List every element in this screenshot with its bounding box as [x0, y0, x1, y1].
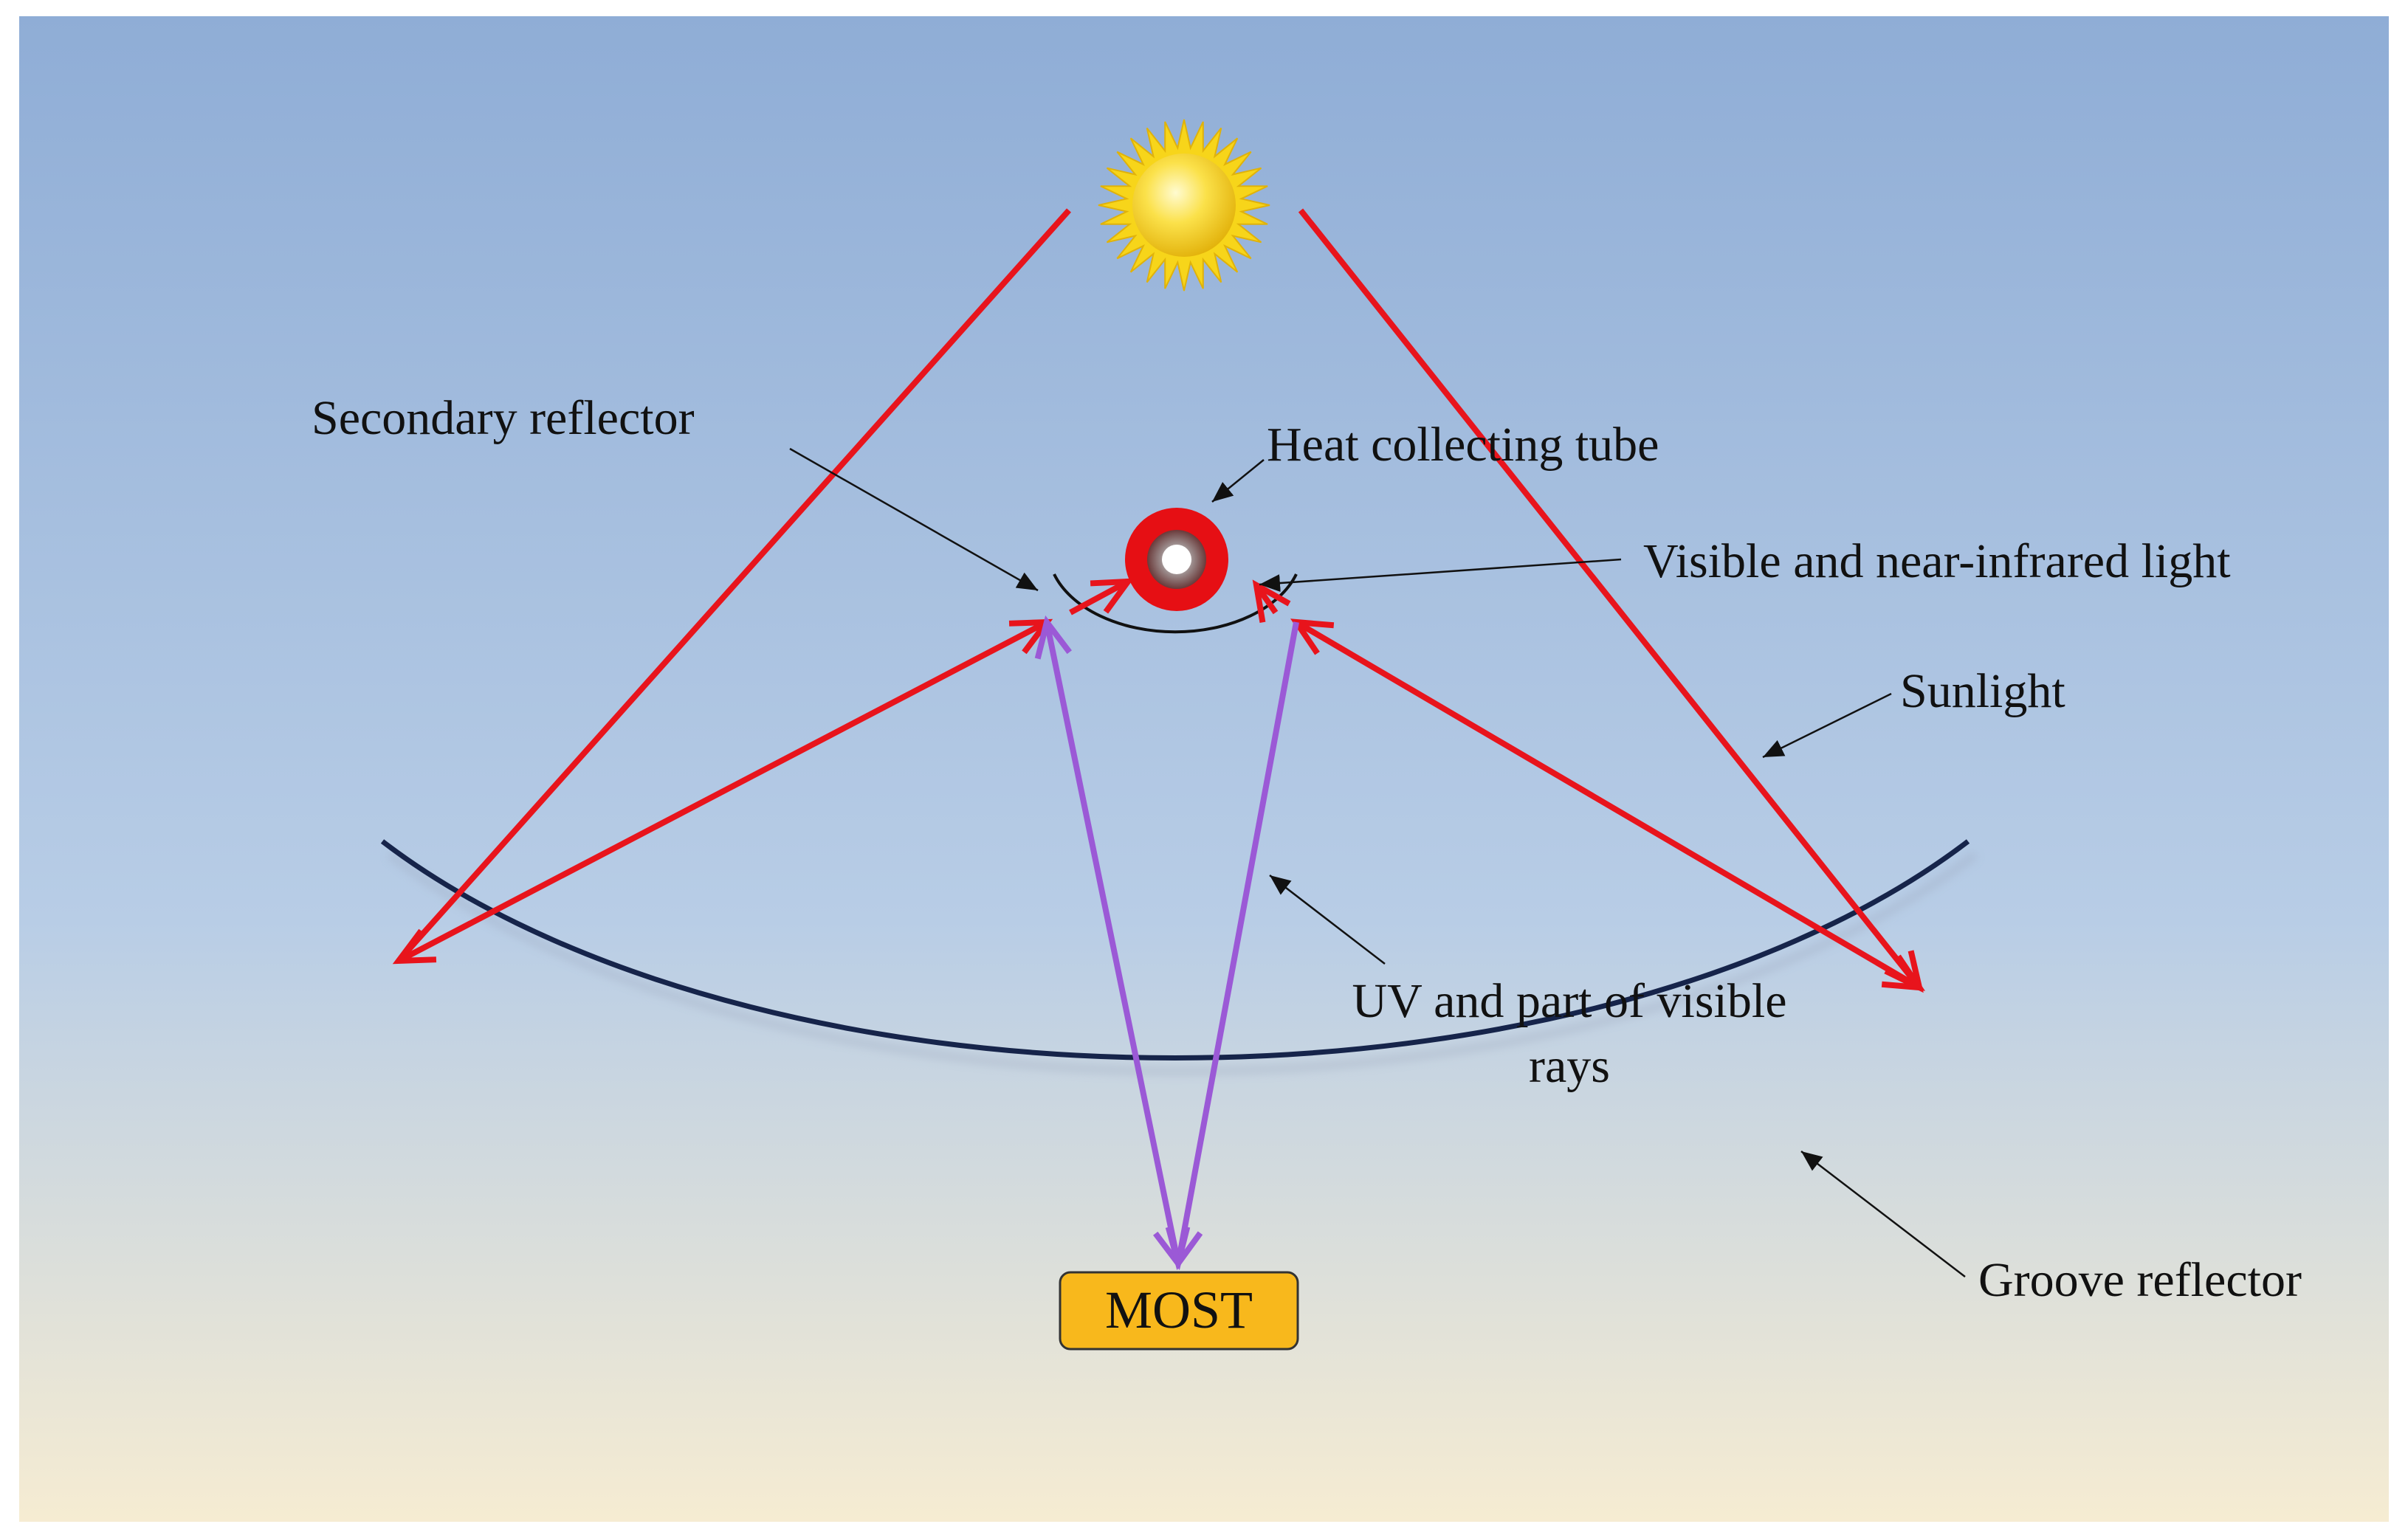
reflected-ray-right: [1290, 618, 1925, 991]
red-rays: [392, 208, 1925, 993]
leader-secondary-reflector: [789, 447, 1039, 592]
purple-rays: [1034, 615, 1299, 1271]
most-box: MOST: [1059, 1271, 1299, 1351]
heat-collecting-tube-icon: [1125, 508, 1228, 611]
leader-visible-nir-light: [1259, 558, 1622, 593]
most-label: MOST: [1105, 1280, 1253, 1339]
leader-uv-rays: [1269, 875, 1386, 965]
label-visible-nir-light: Visible and near-infrared light: [1643, 534, 2231, 588]
reflected-ray-left: [392, 618, 1053, 965]
sun-icon: [1098, 119, 1270, 292]
uv-ray-right: [1165, 621, 1299, 1271]
label-heat-collecting-tube: Heat collecting tube: [1267, 418, 1659, 472]
leader-heat-collecting-tube: [1211, 459, 1265, 503]
focused-ray-left: [1069, 578, 1135, 615]
leader-lines: [789, 447, 1966, 1277]
label-secondary-reflector: Secondary reflector: [312, 391, 695, 445]
uv-ray-left: [1034, 615, 1191, 1271]
leader-groove-reflector: [1800, 1151, 1966, 1277]
label-sunlight: Sunlight: [1900, 664, 2065, 718]
most-box-rect: [1059, 1271, 1299, 1351]
sun-disc: [1132, 154, 1236, 257]
leader-sunlight: [1762, 692, 1892, 759]
label-groove-reflector: Groove reflector: [1978, 1253, 2302, 1307]
label-uv-rays-line1: UV and part of visible: [1352, 974, 1786, 1028]
label-uv-rays-line2: rays: [1529, 1039, 1610, 1093]
